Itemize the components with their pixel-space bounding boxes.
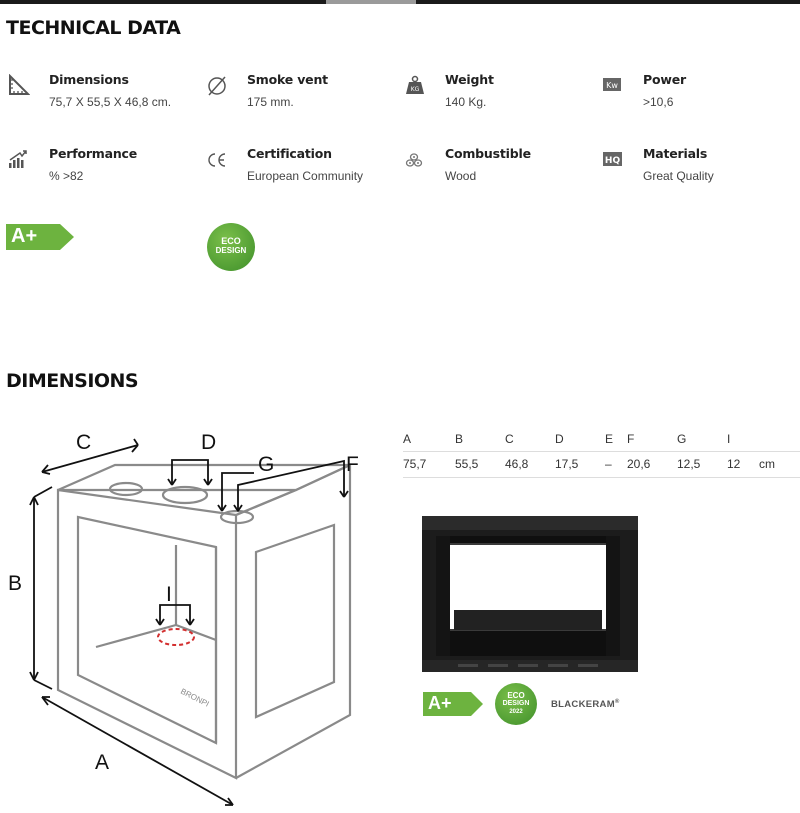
dim-value: 75,7	[403, 450, 455, 478]
spec-power: Kw Power >10,6	[602, 72, 792, 112]
dimensions-value-row: 75,7 55,5 46,8 17,5 – 20,6 12,5 12 cm	[403, 450, 800, 478]
diagram-label-b: B	[8, 572, 22, 595]
spec-value: 140 Kg.	[445, 95, 487, 109]
diagram-label-g: G	[258, 453, 274, 476]
svg-text:Kw: Kw	[606, 81, 618, 90]
dim-value: 12,5	[677, 450, 727, 478]
dim-value: 17,5	[555, 450, 605, 478]
dim-header: D	[555, 432, 564, 447]
energy-class-badge: A+	[6, 224, 74, 250]
spec-label: Dimensions	[49, 72, 129, 87]
spec-value: >10,6	[643, 95, 674, 109]
dim-header: I	[727, 432, 731, 447]
dim-header: B	[455, 432, 464, 447]
brand-name: BLACKERAM®	[551, 699, 620, 710]
eco-label: ECO	[221, 236, 241, 246]
eco-year: 2022	[509, 709, 523, 715]
dim-value: 55,5	[455, 450, 505, 478]
spec-weight: KG Weight 140 Kg.	[404, 72, 594, 112]
hq-icon: HQ	[603, 152, 622, 166]
dim-header: C	[505, 432, 514, 447]
spec-smoke-vent: Smoke vent 175 mm.	[206, 72, 396, 112]
spec-label: Performance	[49, 146, 138, 161]
spec-performance: Performance % >82	[8, 146, 198, 186]
dim-header: G	[677, 432, 687, 447]
spec-combustible: Combustible Wood	[404, 146, 594, 186]
spec-label: Power	[643, 72, 686, 87]
spec-value: European Community	[247, 169, 364, 183]
weight-icon: KG	[406, 75, 424, 94]
dimensions-table: A B C D E F G I 75,7 55,5 46,8 17,5 – 20…	[403, 428, 800, 478]
spec-value: Wood	[445, 169, 477, 183]
diagram-brand-mark: BRONPI	[179, 687, 210, 709]
dim-value: –	[605, 450, 627, 478]
design-label-small: DESIGN	[502, 700, 530, 707]
wood-logs-icon	[405, 153, 423, 167]
spec-dimensions: Dimensions 75,7 X 55,5 X 46,8 cm.	[8, 72, 198, 112]
eco-label-small: ECO	[507, 691, 525, 700]
dim-header: A	[403, 432, 412, 447]
diagram-label-c: C	[76, 431, 91, 454]
dim-value: 20,6	[627, 450, 677, 478]
spec-value: % >82	[49, 169, 84, 183]
diagram-label-d: D	[201, 431, 216, 454]
top-progress-active-segment	[326, 0, 416, 4]
diameter-icon	[208, 76, 226, 96]
spec-label: Materials	[643, 146, 708, 161]
dim-value: 46,8	[505, 450, 555, 478]
ce-mark-icon	[208, 153, 226, 167]
spec-certification: Certification European Community	[206, 146, 396, 186]
eco-design-badge: ECO DESIGN	[207, 223, 255, 271]
fireplace-dimension-diagram: C D G F B A I BRONPI	[8, 431, 359, 806]
technical-data-title: TECHNICAL DATA	[6, 17, 181, 39]
product-image-fireplace	[422, 516, 638, 672]
dim-value: 12	[727, 450, 759, 478]
eco-design-2022-badge: ECO DESIGN 2022	[495, 683, 537, 725]
spec-value: Great Quality	[643, 169, 714, 183]
dim-header	[759, 428, 800, 451]
dim-header: E	[605, 432, 614, 447]
spec-label: Combustible	[445, 146, 531, 161]
brand-label: BLACKERAM	[551, 699, 615, 711]
spec-materials: HQ Materials Great Quality	[602, 146, 792, 186]
ruler-triangle-icon	[9, 74, 30, 95]
dim-header: F	[627, 432, 635, 447]
design-label: DESIGN	[215, 246, 247, 255]
kw-icon: Kw	[603, 78, 621, 91]
energy-class-badge-small: A+	[423, 692, 483, 716]
spec-label: Weight	[445, 72, 494, 87]
svg-text:HQ: HQ	[605, 156, 621, 166]
diagram-label-a: A	[95, 751, 109, 774]
spec-label: Certification	[247, 146, 332, 161]
performance-bars-icon	[9, 150, 27, 168]
spec-value: 175 mm.	[247, 95, 294, 109]
top-progress-bar	[0, 0, 800, 4]
energy-class-label-small: A+	[428, 693, 452, 713]
spec-label: Smoke vent	[247, 72, 328, 87]
dim-unit: cm	[759, 450, 800, 478]
svg-text:KG: KG	[411, 86, 420, 93]
energy-class-label: A+	[11, 225, 38, 247]
registered-mark: ®	[614, 699, 620, 705]
diagram-label-i: I	[166, 583, 172, 606]
diagram-label-f: F	[346, 453, 359, 476]
dimensions-header-row: A B C D E F G I	[403, 428, 800, 451]
spec-value: 75,7 X 55,5 X 46,8 cm.	[49, 95, 172, 109]
dimensions-title: DIMENSIONS	[6, 370, 139, 392]
